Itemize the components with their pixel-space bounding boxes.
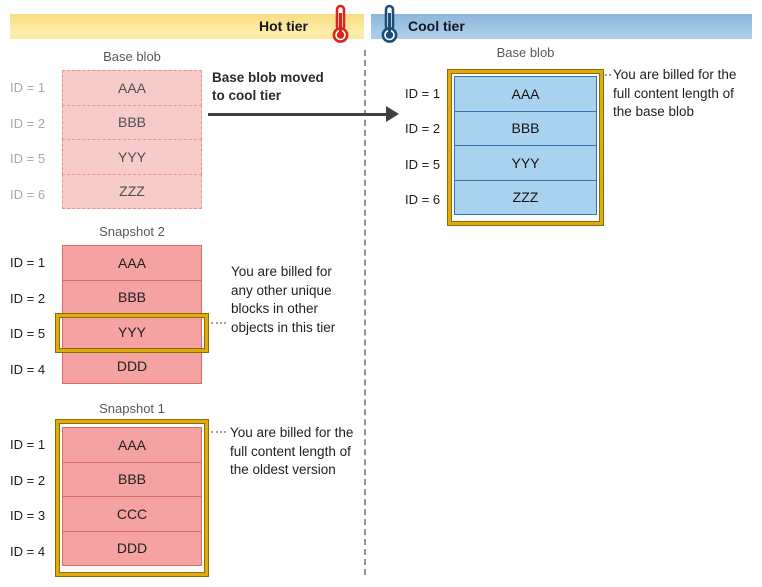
block-id-label: ID = 3 xyxy=(10,508,46,523)
block-row: AAA xyxy=(454,76,597,112)
cool-base-blob-table: AAA BBB YYY ZZZ xyxy=(454,76,597,215)
block-row: DDD xyxy=(62,348,202,384)
hot-tier-header: Hot tier xyxy=(10,14,364,39)
snapshot1-table: AAA BBB CCC DDD xyxy=(62,427,202,566)
note-line: You are billed for the xyxy=(230,425,354,440)
block-row: BBB xyxy=(454,110,597,146)
block-row: BBB xyxy=(62,104,202,140)
block-id-label: ID = 5 xyxy=(10,151,46,166)
block-id-label: ID = 1 xyxy=(10,255,46,270)
cool-base-blob-billing-note: You are billed for the full content leng… xyxy=(613,66,761,122)
move-to-cool-tier-note: Base blob moved to cool tier xyxy=(212,69,362,105)
block-id-label: ID = 2 xyxy=(10,116,46,131)
block-id-label: ID = 2 xyxy=(10,473,46,488)
snapshot1-billing-note: You are billed for the full content leng… xyxy=(230,424,375,480)
move-arrow-line xyxy=(208,113,386,116)
snapshot1-title: Snapshot 1 xyxy=(99,401,165,416)
note-line: the base blob xyxy=(613,104,695,119)
block-row: DDD xyxy=(62,530,202,566)
dotted-connector xyxy=(600,74,611,76)
dotted-connector xyxy=(211,322,226,324)
note-line: the oldest version xyxy=(230,462,336,477)
block-row: BBB xyxy=(62,279,202,315)
cool-tier-label: Cool tier xyxy=(408,18,465,34)
hot-base-blob-table: AAA BBB YYY ZZZ xyxy=(62,70,202,209)
cool-thermometer-icon xyxy=(381,4,398,43)
note-line: full content length of xyxy=(230,443,351,459)
note-line: You are billed for the xyxy=(613,67,737,82)
block-row: AAA xyxy=(62,427,202,463)
block-id-label: ID = 1 xyxy=(405,86,441,101)
block-id-label: ID = 4 xyxy=(10,544,46,559)
block-row: YYY xyxy=(62,314,202,350)
dotted-connector xyxy=(211,431,226,433)
block-id-label: ID = 1 xyxy=(10,437,46,452)
block-row: YYY xyxy=(62,139,202,175)
note-line: You are billed for xyxy=(231,264,332,279)
hot-thermometer-icon xyxy=(332,4,349,43)
note-line: blocks in other xyxy=(231,301,319,316)
block-row: BBB xyxy=(62,461,202,497)
block-id-label: ID = 6 xyxy=(405,192,441,207)
note-line: objects in this tier xyxy=(231,319,336,335)
block-row: CCC xyxy=(62,496,202,532)
tier-divider-dashed-line xyxy=(364,50,366,575)
move-note-line2: to cool tier xyxy=(212,88,282,103)
block-id-label: ID = 5 xyxy=(10,326,46,341)
move-note-line1: Base blob moved xyxy=(212,70,324,85)
block-id-label: ID = 6 xyxy=(10,187,46,202)
block-row: AAA xyxy=(62,70,202,106)
note-line: any other unique xyxy=(231,282,332,298)
snapshot2-title: Snapshot 2 xyxy=(99,224,165,239)
block-row: ZZZ xyxy=(62,173,202,209)
block-id-label: ID = 2 xyxy=(10,291,46,306)
note-line: full content length of xyxy=(613,85,734,101)
block-id-label: ID = 4 xyxy=(10,362,46,377)
hot-tier-label: Hot tier xyxy=(259,18,308,34)
snapshot2-billing-note: You are billed for any other unique bloc… xyxy=(231,263,363,337)
hot-base-blob-title: Base blob xyxy=(103,49,161,64)
block-row: ZZZ xyxy=(454,179,597,215)
move-arrow-head xyxy=(386,106,399,122)
block-row: AAA xyxy=(62,245,202,281)
cool-tier-header: Cool tier xyxy=(371,14,752,39)
block-id-label: ID = 1 xyxy=(10,80,46,95)
block-row: YYY xyxy=(454,145,597,181)
block-id-label: ID = 2 xyxy=(405,121,441,136)
snapshot2-table: AAA BBB YYY DDD xyxy=(62,245,202,384)
block-id-label: ID = 5 xyxy=(405,157,441,172)
cool-base-blob-title: Base blob xyxy=(496,45,555,60)
